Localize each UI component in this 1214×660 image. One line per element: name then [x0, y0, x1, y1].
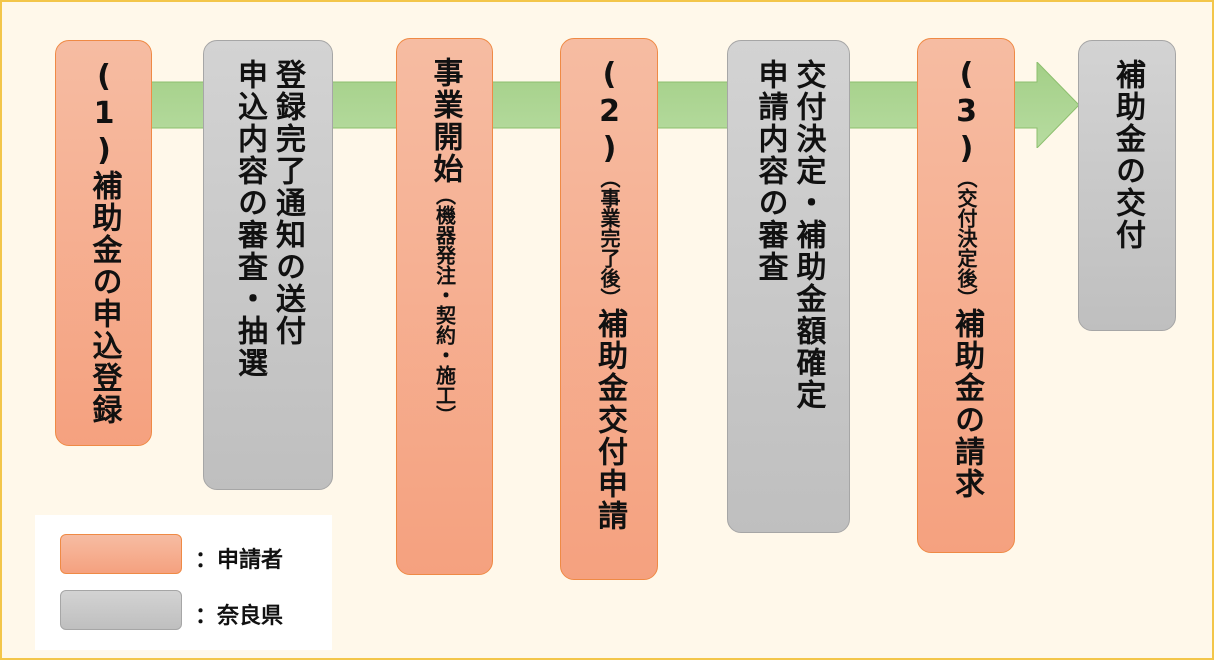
step-1-applicant-registration: (1)補助金の申込登録: [55, 40, 152, 446]
step-2-grant-application: (2)（事業完了後）補助金交付申請: [560, 38, 658, 580]
step-prefecture-review-lottery: 登録完了通知の送付申込内容の審査・抽選: [203, 40, 333, 490]
step-label: 補助金の申込登録: [86, 170, 122, 426]
legend-swatch-prefecture: [60, 590, 182, 630]
step-grant-payment: 補助金の交付: [1078, 40, 1176, 331]
step-line: 登録完了通知の送付: [270, 59, 305, 347]
step-prefecture-grant-decision: 交付決定・補助金額確定申請内容の審査: [727, 40, 850, 533]
step-label: 補助金の交付: [1110, 59, 1145, 251]
step-line: 交付決定・補助金額確定: [790, 59, 826, 411]
legend-swatch-applicant: [60, 534, 182, 574]
step-number: (2): [592, 57, 627, 168]
step-number: (1): [86, 59, 122, 170]
step-note: （交付決定後）: [954, 168, 978, 308]
step-label: 補助金交付申請: [592, 308, 627, 532]
step-note: （機器発注・契約・施工）: [432, 185, 457, 425]
step-number: (3): [949, 57, 984, 168]
legend: ：申請者 ：奈良県: [35, 515, 332, 650]
step-3-grant-claim: (3)（交付決定後）補助金の請求: [917, 38, 1015, 553]
step-line: 申請内容の審査: [752, 59, 788, 283]
step-note: （事業完了後）: [597, 168, 621, 308]
legend-label-applicant: ：申請者: [195, 548, 284, 573]
legend-label-prefecture: ：奈良県: [195, 604, 284, 629]
step-project-start: 事業開始（機器発注・契約・施工）: [396, 38, 493, 575]
step-label: 補助金の請求: [949, 308, 984, 500]
step-label: 事業開始: [427, 57, 463, 185]
step-line: 申込内容の審査・抽選: [232, 59, 267, 379]
